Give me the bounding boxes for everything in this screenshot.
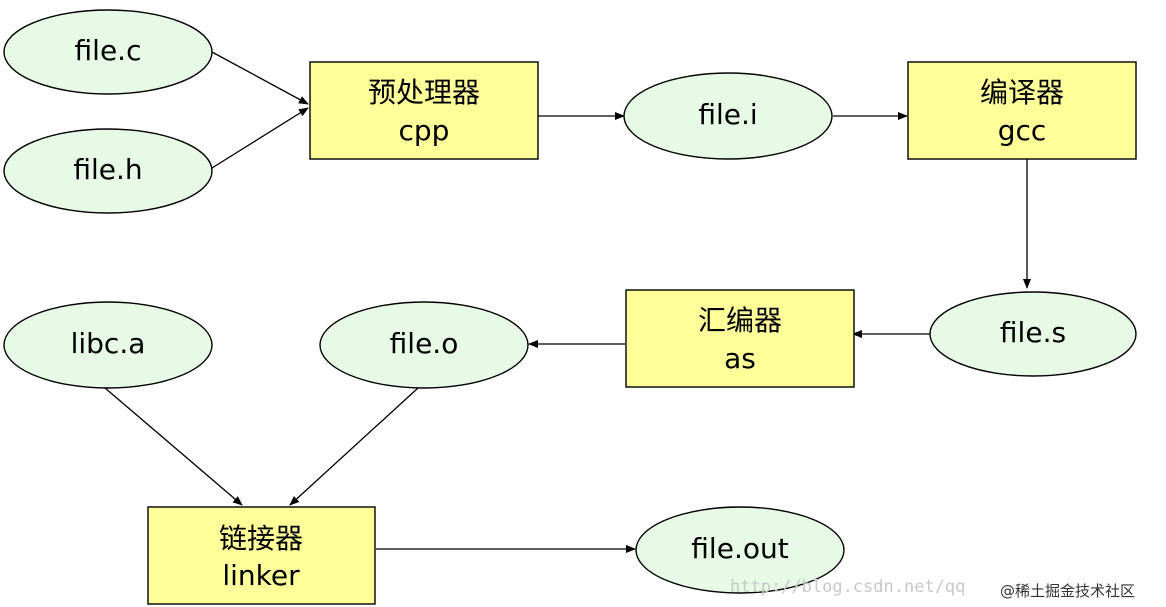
assembler-name: 汇编器	[698, 304, 782, 337]
node-file-h: file.h	[3, 128, 213, 214]
edge-file-h-to-preprocessor	[211, 107, 309, 169]
node-file-o-label: file.o	[390, 327, 459, 360]
edges	[104, 51, 1031, 553]
edge-file-o-to-linker	[289, 387, 419, 506]
compiler-cmd: gcc	[998, 114, 1047, 147]
linker-name: 链接器	[219, 522, 303, 555]
node-file-o: file.o	[319, 301, 529, 389]
node-file-i: file.i	[623, 72, 833, 160]
assembler-cmd: as	[724, 342, 756, 375]
edge-libc-to-linker	[104, 387, 243, 506]
node-file-c-label: file.c	[75, 34, 142, 67]
watermark-credit: @稀土掘金技术社区	[1000, 582, 1135, 600]
node-compiler: 编译器 gcc	[907, 61, 1137, 160]
linker-cmd: linker	[222, 559, 300, 592]
preprocessor-name: 预处理器	[368, 76, 480, 109]
node-file-out: file.out	[635, 506, 845, 594]
node-file-out-label: file.out	[691, 532, 788, 565]
node-linker: 链接器 linker	[147, 506, 376, 605]
node-file-h-label: file.h	[73, 153, 142, 186]
node-libc-a-label: libc.a	[71, 327, 146, 360]
node-file-s: file.s	[929, 291, 1137, 377]
node-libc-a: libc.a	[3, 301, 213, 389]
node-file-c: file.c	[3, 9, 213, 95]
compiler-name: 编译器	[980, 76, 1064, 109]
node-assembler: 汇编器 as	[625, 289, 855, 388]
node-preprocessor: 预处理器 cpp	[309, 61, 539, 160]
edge-file-c-to-preprocessor	[211, 51, 309, 105]
preprocessor-cmd: cpp	[399, 114, 450, 147]
node-file-s-label: file.s	[1000, 316, 1066, 349]
watermark-url: http://blog.csdn.net/qq	[730, 577, 965, 597]
node-file-i-label: file.i	[698, 98, 757, 131]
